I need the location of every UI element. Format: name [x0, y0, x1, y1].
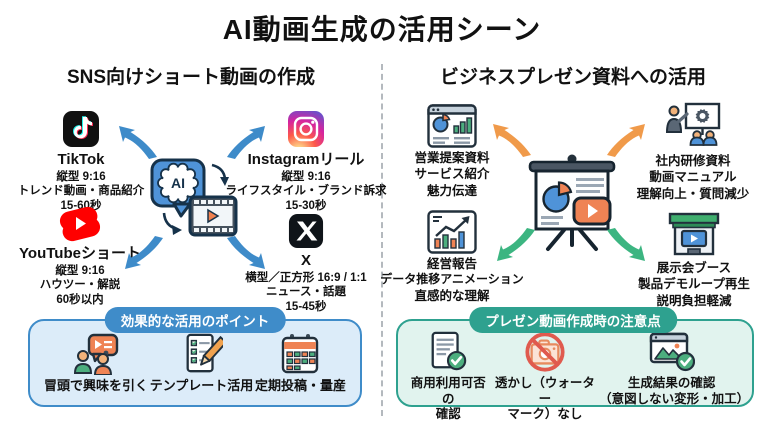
usecase-title: 社内研修資料: [655, 154, 731, 168]
usecase-training: 社内研修資料 動画マニュアル 理解向上・質問減少: [618, 101, 764, 202]
x-icon: [288, 213, 324, 249]
right-section-heading: ビジネスプレゼン資料への活用: [439, 67, 706, 88]
arrow-up-right-icon: [227, 126, 265, 159]
platform-x: X 横型／正方形 16:9 / 1:1 ニュース・話題 15-45秒: [225, 213, 387, 315]
platform-youtube-shorts: YouTubeショート 縦型 9:16 ハウツー・解説 60秒以内: [0, 206, 160, 308]
instagram-icon: [288, 111, 324, 147]
youtube-shorts-icon: [59, 206, 101, 242]
license-check-icon: [431, 331, 467, 371]
training-presentation-icon: [665, 102, 721, 146]
platform-name: Instagramリール: [247, 151, 365, 168]
usecase-exhibition-booth: 展示会ブース 製品デモループ再生 説明負担軽減: [618, 212, 764, 309]
page-title: AI動画生成の活用シーン: [222, 14, 542, 45]
tiktok-icon: [63, 111, 99, 147]
sales-proposal-icon: [427, 104, 477, 148]
template-pencil-icon: [186, 333, 223, 373]
audience-attention-icon: [73, 333, 119, 375]
section-divider: [381, 64, 383, 416]
arrow-down-left-icon: [125, 236, 163, 269]
effective-points-header: 効果的な活用のポイント: [104, 307, 286, 333]
arrow-up-left-icon: [493, 124, 531, 157]
caution-item-output-check: 生成結果の確認 （意図しない変形・加工）: [599, 331, 749, 407]
ai-video-generation-icon: AI: [150, 158, 238, 237]
caution-item-watermark: 透かし（ウォーター マーク）なし: [491, 331, 600, 423]
usecase-management-report: 経営報告 データ推移アニメーション 直感的な理解: [372, 210, 532, 304]
arrow-down-right-icon: [227, 236, 265, 269]
calendar-icon: [282, 334, 319, 374]
platform-name: YouTubeショート: [19, 245, 141, 262]
platform-tiktok: TikTok 縦型 9:16 トレンド動画・商品紹介 15-60秒: [0, 110, 162, 214]
point-item-schedule: 定期投稿・量産: [255, 333, 346, 394]
caution-points-header: プレゼン動画作成時の注意点: [469, 307, 677, 333]
usecase-title: 展示会ブース: [656, 261, 732, 275]
exhibition-booth-icon: [668, 212, 720, 256]
point-item-hook: 冒頭で興味を引く: [44, 333, 148, 394]
point-item-template: テンプレート活用: [150, 333, 253, 394]
platform-instagram: Instagramリール 縦型 9:16 ライフスタイル・ブランド訴求 15-3…: [225, 110, 387, 214]
arrow-down-left-icon: [497, 228, 535, 261]
usecase-sales-proposal: 営業提案資料 サービス紹介 魅力伝達: [378, 104, 526, 199]
platform-name: TikTok: [57, 151, 105, 168]
platform-name: X: [300, 252, 311, 269]
svg-text:AI: AI: [171, 175, 185, 191]
presentation-screen-icon: [528, 154, 616, 251]
growth-report-icon: [427, 210, 477, 254]
left-section-heading: SNS向けショート動画の作成: [66, 67, 316, 88]
usecase-title: 経営報告: [426, 257, 477, 271]
no-watermark-icon: [525, 332, 565, 372]
arrow-down-right-icon: [607, 228, 645, 261]
usecase-title: 営業提案資料: [414, 151, 490, 165]
caution-item-license: 商用利用可否の 確認: [406, 331, 491, 423]
arrow-up-left-icon: [119, 126, 157, 159]
arrow-up-right-icon: [607, 124, 645, 157]
output-check-icon: [649, 332, 695, 372]
